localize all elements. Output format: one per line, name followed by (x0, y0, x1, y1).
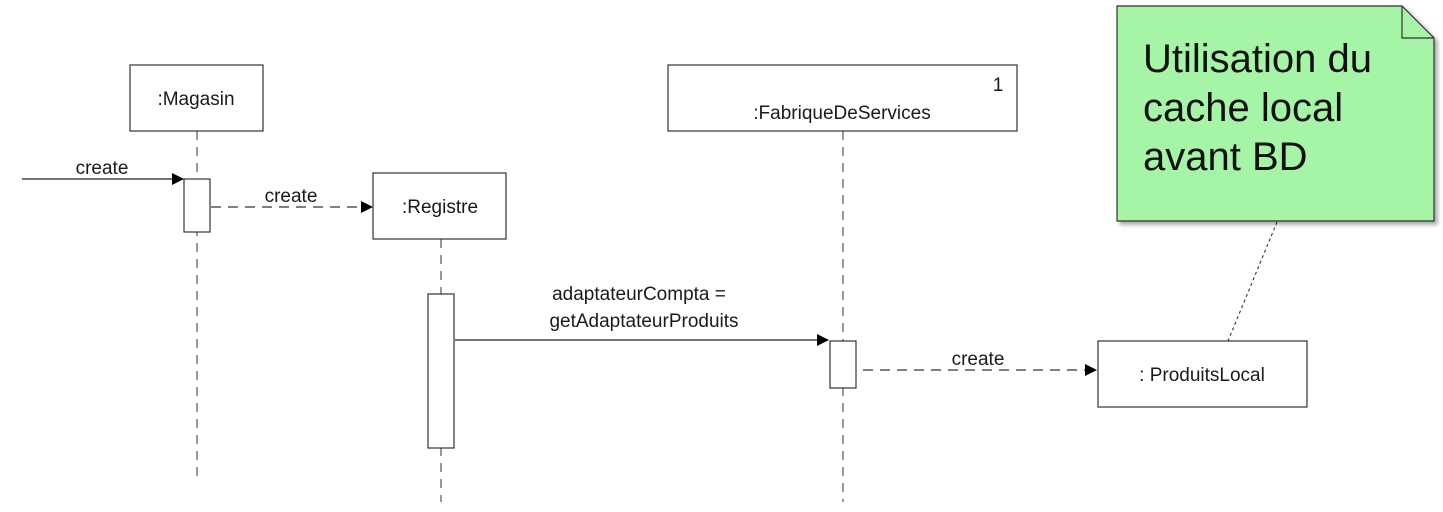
note-anchor-line (1227, 221, 1278, 342)
lifeline-registre[interactable]: :Registre (372, 172, 507, 240)
message-create-produits-label: create (952, 349, 1005, 370)
message-create-found-label: create (76, 158, 129, 179)
lifeline-fabrique[interactable]: 1 :FabriqueDeServices (667, 64, 1018, 132)
note-text-line2: cache local (1143, 86, 1343, 130)
lifeline-produits[interactable]: : ProduitsLocal (1097, 340, 1308, 408)
lifeline-fabrique-box[interactable] (667, 64, 1018, 132)
lifeline-fabrique-label: :FabriqueDeServices (753, 103, 930, 124)
message-get-adapter-label-line2: getAdaptateurProduits (549, 311, 738, 332)
lifeline-registre-label: :Registre (402, 197, 478, 218)
lifeline-magasin-label: :Magasin (157, 89, 234, 110)
note-text-line3: avant BD (1143, 135, 1308, 179)
message-create-registre-label: create (265, 186, 318, 207)
activation-registre[interactable] (427, 293, 455, 449)
note-body[interactable] (1116, 5, 1435, 222)
lifeline-produits-label: : ProduitsLocal (1139, 365, 1265, 386)
lifeline-magasin[interactable]: :Magasin (129, 64, 264, 132)
activation-fabrique[interactable] (829, 340, 857, 389)
note-fold-corner (1401, 6, 1434, 39)
note-text-line1: Utilisation du (1143, 37, 1372, 81)
lifeline-magasin-box[interactable] (129, 64, 264, 132)
lifeline-produits-box[interactable] (1097, 340, 1308, 408)
activation-magasin[interactable] (183, 178, 211, 233)
message-get-adapter-label-line1: adaptateurCompta = (552, 284, 726, 305)
lifeline-registre-box[interactable] (372, 172, 507, 240)
lifeline-fabrique-multiplicity: 1 (993, 75, 1004, 96)
note-cache-local[interactable] (1116, 5, 1435, 222)
